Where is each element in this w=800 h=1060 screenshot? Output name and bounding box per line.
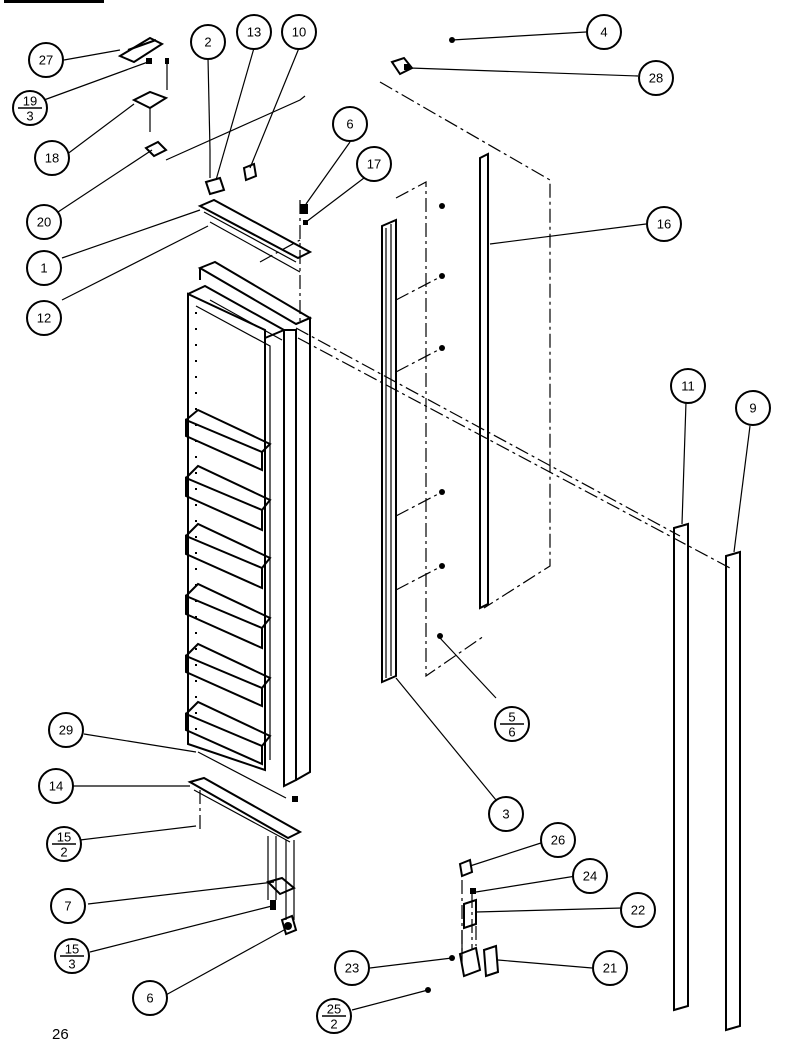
callout-27: 27 xyxy=(28,42,64,78)
callout-15-2: 15 2 xyxy=(46,826,82,862)
fraction-denominator: 2 xyxy=(60,845,67,860)
callout-1-label: 1 xyxy=(40,261,47,276)
callout-4-label: 4 xyxy=(600,25,607,40)
callout-7-label: 7 xyxy=(64,899,71,914)
callout-8: 6 xyxy=(132,980,168,1016)
callout-21-label: 21 xyxy=(603,961,617,976)
door-liner-part xyxy=(185,260,313,788)
fraction-denominator: 2 xyxy=(330,1017,337,1032)
strip-part xyxy=(479,152,489,610)
callout-24: 24 xyxy=(572,858,608,894)
callout-7: 7 xyxy=(50,888,86,924)
callout-4: 4 xyxy=(586,14,622,50)
callout-18: 18 xyxy=(34,140,70,176)
door-gasket-part xyxy=(381,218,397,684)
callout-2-label: 2 xyxy=(204,35,211,50)
top-trim-part xyxy=(197,198,313,273)
fraction-denominator: 3 xyxy=(26,109,33,124)
callout-8-label: 6 xyxy=(146,991,153,1006)
callout-22-label: 22 xyxy=(631,903,645,918)
callout-23-label: 23 xyxy=(345,961,359,976)
callout-11: 11 xyxy=(670,368,706,404)
callout-26: 26 xyxy=(540,822,576,858)
callout-17: 17 xyxy=(356,146,392,182)
callout-19-3: 19 3 xyxy=(12,90,48,126)
page-number: 26 xyxy=(52,1026,69,1043)
trim-strip-11-part xyxy=(673,522,689,1012)
fraction-denominator: 3 xyxy=(68,957,75,972)
callout-6-top-label: 6 xyxy=(346,117,353,132)
parts-drawing xyxy=(117,36,741,1032)
lower-hinge-part xyxy=(266,836,298,936)
fraction-numerator: 15 xyxy=(57,830,71,845)
callout-29: 29 xyxy=(48,712,84,748)
callout-22: 22 xyxy=(620,892,656,928)
explosion-lines xyxy=(199,81,731,954)
callout-16: 16 xyxy=(646,206,682,242)
callout-21: 21 xyxy=(592,950,628,986)
callout-9: 9 xyxy=(735,390,771,426)
callout-27-label: 27 xyxy=(39,53,53,68)
callout-20-label: 20 xyxy=(37,215,51,230)
callout-6-top: 6 xyxy=(332,106,368,142)
trim-strip-9-part xyxy=(725,550,741,1032)
callout-24-label: 24 xyxy=(583,869,597,884)
fraction-numerator: 15 xyxy=(65,942,79,957)
fraction-denominator: 6 xyxy=(508,725,515,740)
callout-13-label: 13 xyxy=(247,25,261,40)
top-hinge-part xyxy=(117,36,169,158)
callout-14: 14 xyxy=(38,768,74,804)
callout-5-6: 5 6 xyxy=(494,706,530,742)
callout-13: 13 xyxy=(236,14,272,50)
callout-23: 23 xyxy=(334,950,370,986)
screws-part xyxy=(437,203,445,639)
callout-25-2: 25 2 xyxy=(316,998,352,1034)
callout-12: 12 xyxy=(26,300,62,336)
callout-18-label: 18 xyxy=(45,151,59,166)
fraction-numerator: 5 xyxy=(508,710,515,725)
callout-20: 20 xyxy=(26,204,62,240)
callout-9-label: 9 xyxy=(749,401,756,416)
callout-26-label: 26 xyxy=(551,833,565,848)
bottom-trim-part xyxy=(187,751,303,843)
bottom-hinge-bracket-part xyxy=(425,858,500,993)
callout-2: 2 xyxy=(190,24,226,60)
fraction-numerator: 25 xyxy=(327,1002,341,1017)
callout-17-label: 17 xyxy=(367,157,381,172)
callout-10: 10 xyxy=(281,14,317,50)
callout-28: 28 xyxy=(638,60,674,96)
fraction-numerator: 19 xyxy=(23,94,37,109)
door-shelves xyxy=(185,408,272,766)
callout-12-label: 12 xyxy=(37,311,51,326)
callout-28-label: 28 xyxy=(649,71,663,86)
top-bracket-part xyxy=(204,150,258,196)
callout-1: 1 xyxy=(26,250,62,286)
callout-14-label: 14 xyxy=(49,779,63,794)
top-rule xyxy=(4,0,104,3)
callout-15-3: 15 3 xyxy=(54,938,90,974)
callout-29-label: 29 xyxy=(59,723,73,738)
callout-10-label: 10 xyxy=(292,25,306,40)
callout-3: 3 xyxy=(488,796,524,832)
leader-lines xyxy=(43,31,751,1011)
callout-16-label: 16 xyxy=(657,217,671,232)
callout-3-label: 3 xyxy=(502,807,509,822)
callout-11-label: 11 xyxy=(681,379,695,394)
